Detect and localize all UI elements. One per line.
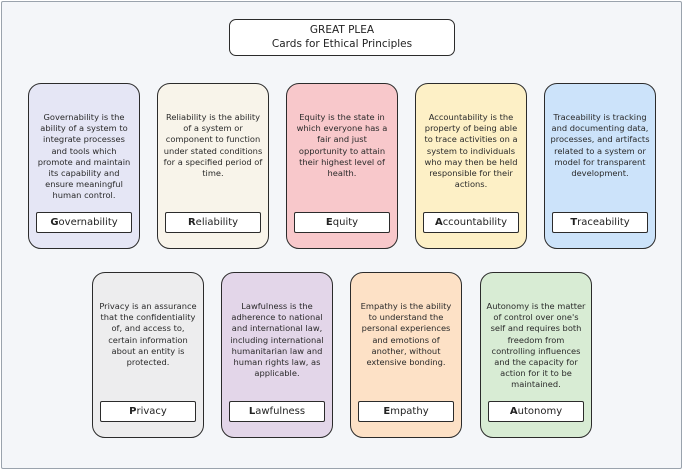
card-label: Governability bbox=[36, 212, 132, 233]
card-label-initial: E bbox=[383, 406, 391, 417]
card-label: Equity bbox=[294, 212, 390, 233]
card-traceability: Traceability is tracking and documenting… bbox=[544, 83, 656, 249]
card-label-rest: raceability bbox=[577, 217, 630, 228]
card-description: Privacy is an assurance that the confide… bbox=[99, 301, 197, 368]
card-label: Lawfulness bbox=[229, 401, 325, 422]
card-label: Empathy bbox=[358, 401, 454, 422]
card-label-initial: A bbox=[434, 217, 443, 228]
card-label-rest: overnability bbox=[58, 217, 118, 228]
card-label-rest: mpathy bbox=[390, 406, 429, 417]
card-label-rest: rivacy bbox=[136, 406, 167, 417]
card-description: Governability is the ability of a system… bbox=[37, 112, 131, 201]
card-label-initial: A bbox=[509, 406, 518, 417]
card-empathy: Empathy is the ability to understand the… bbox=[350, 272, 462, 438]
card-label-rest: awfulness bbox=[255, 406, 306, 417]
card-label-rest: ccountability bbox=[442, 217, 508, 228]
card-label: Traceability bbox=[552, 212, 648, 233]
card-description: Empathy is the ability to understand the… bbox=[360, 301, 452, 368]
card-description: Autonomy is the matter of control over o… bbox=[486, 301, 586, 390]
card-accountability: Accountability is the property of being … bbox=[415, 83, 527, 249]
card-label: Accountability bbox=[423, 212, 519, 233]
card-label: Autonomy bbox=[488, 401, 584, 422]
card-description: Reliability is the ability of a system o… bbox=[163, 112, 263, 179]
card-description: Lawfulness is the adherence to national … bbox=[230, 301, 324, 379]
card-label: Reliability bbox=[165, 212, 261, 233]
card-reliability: Reliability is the ability of a system o… bbox=[157, 83, 269, 249]
title-line-1: GREAT PLEA bbox=[309, 24, 375, 36]
card-label-initial: L bbox=[248, 406, 256, 417]
card-description: Accountability is the property of being … bbox=[424, 112, 518, 190]
card-description: Equity is the state in which everyone ha… bbox=[296, 112, 388, 179]
title-box: GREAT PLEA Cards for Ethical Principles bbox=[229, 19, 455, 56]
card-label-rest: eliability bbox=[195, 217, 239, 228]
card-label-rest: utonomy bbox=[517, 406, 563, 417]
card-lawfulness: Lawfulness is the adherence to national … bbox=[221, 272, 333, 438]
card-label-initial: R bbox=[187, 217, 196, 228]
title-line-2: Cards for Ethical Principles bbox=[271, 38, 413, 50]
card-label-initial: T bbox=[570, 217, 578, 228]
card-description: Traceability is tracking and documenting… bbox=[550, 112, 650, 179]
card-label-initial: P bbox=[129, 406, 137, 417]
card-governability: Governability is the ability of a system… bbox=[28, 83, 140, 249]
card-label-initial: E bbox=[325, 217, 333, 228]
card-privacy: Privacy is an assurance that the confide… bbox=[92, 272, 204, 438]
card-equity: Equity is the state in which everyone ha… bbox=[286, 83, 398, 249]
card-label-rest: quity bbox=[332, 217, 359, 228]
card-label-initial: G bbox=[50, 217, 59, 228]
card-label: Privacy bbox=[100, 401, 196, 422]
card-autonomy: Autonomy is the matter of control over o… bbox=[480, 272, 592, 438]
